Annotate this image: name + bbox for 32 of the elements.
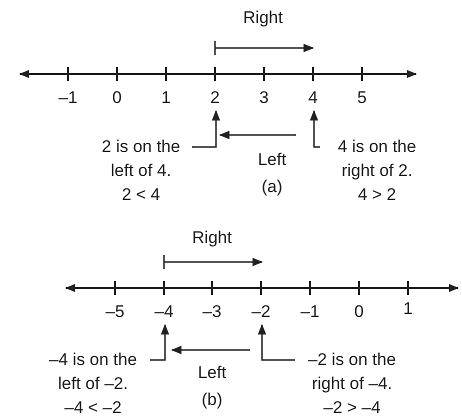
inequality-text: –4 < –2 xyxy=(63,397,123,419)
number-label: –1 xyxy=(58,87,78,109)
number-label: 4 xyxy=(308,87,318,109)
leader-line xyxy=(258,324,295,361)
number-label: 1 xyxy=(161,87,171,109)
direction-label: Left xyxy=(198,362,226,384)
number-label: 3 xyxy=(259,87,269,109)
leader-line xyxy=(150,324,170,361)
panel-label: (b) xyxy=(202,389,222,411)
number-label: –3 xyxy=(202,301,222,323)
number-label: 2 xyxy=(210,87,220,109)
number-label: 5 xyxy=(357,87,367,109)
leader-line xyxy=(192,110,220,148)
direction-label: Right xyxy=(192,227,232,249)
callout-text: 2 is on the left of 4. xyxy=(100,136,182,182)
inequality-text: 4 > 2 xyxy=(356,184,398,206)
callout-text: –4 is on the left of –2. xyxy=(48,349,138,395)
direction-label: Left xyxy=(258,149,286,171)
leader-line xyxy=(310,110,320,148)
callout-text: 4 is on the right of 2. xyxy=(336,136,418,182)
number-label: –1 xyxy=(300,301,320,323)
number-label: –2 xyxy=(252,301,270,323)
inequality-text: 2 < 4 xyxy=(120,184,162,206)
number-label: 0 xyxy=(112,87,122,109)
number-label: 1 xyxy=(403,298,413,320)
inequality-text: –2 > –4 xyxy=(322,397,382,419)
number-label: –5 xyxy=(106,301,124,323)
number-label: 0 xyxy=(354,301,364,323)
panel-label: (a) xyxy=(262,176,282,198)
callout-text: –2 is on the right of –4. xyxy=(307,349,397,395)
direction-label: Right xyxy=(243,7,283,29)
number-label: –4 xyxy=(154,301,174,323)
